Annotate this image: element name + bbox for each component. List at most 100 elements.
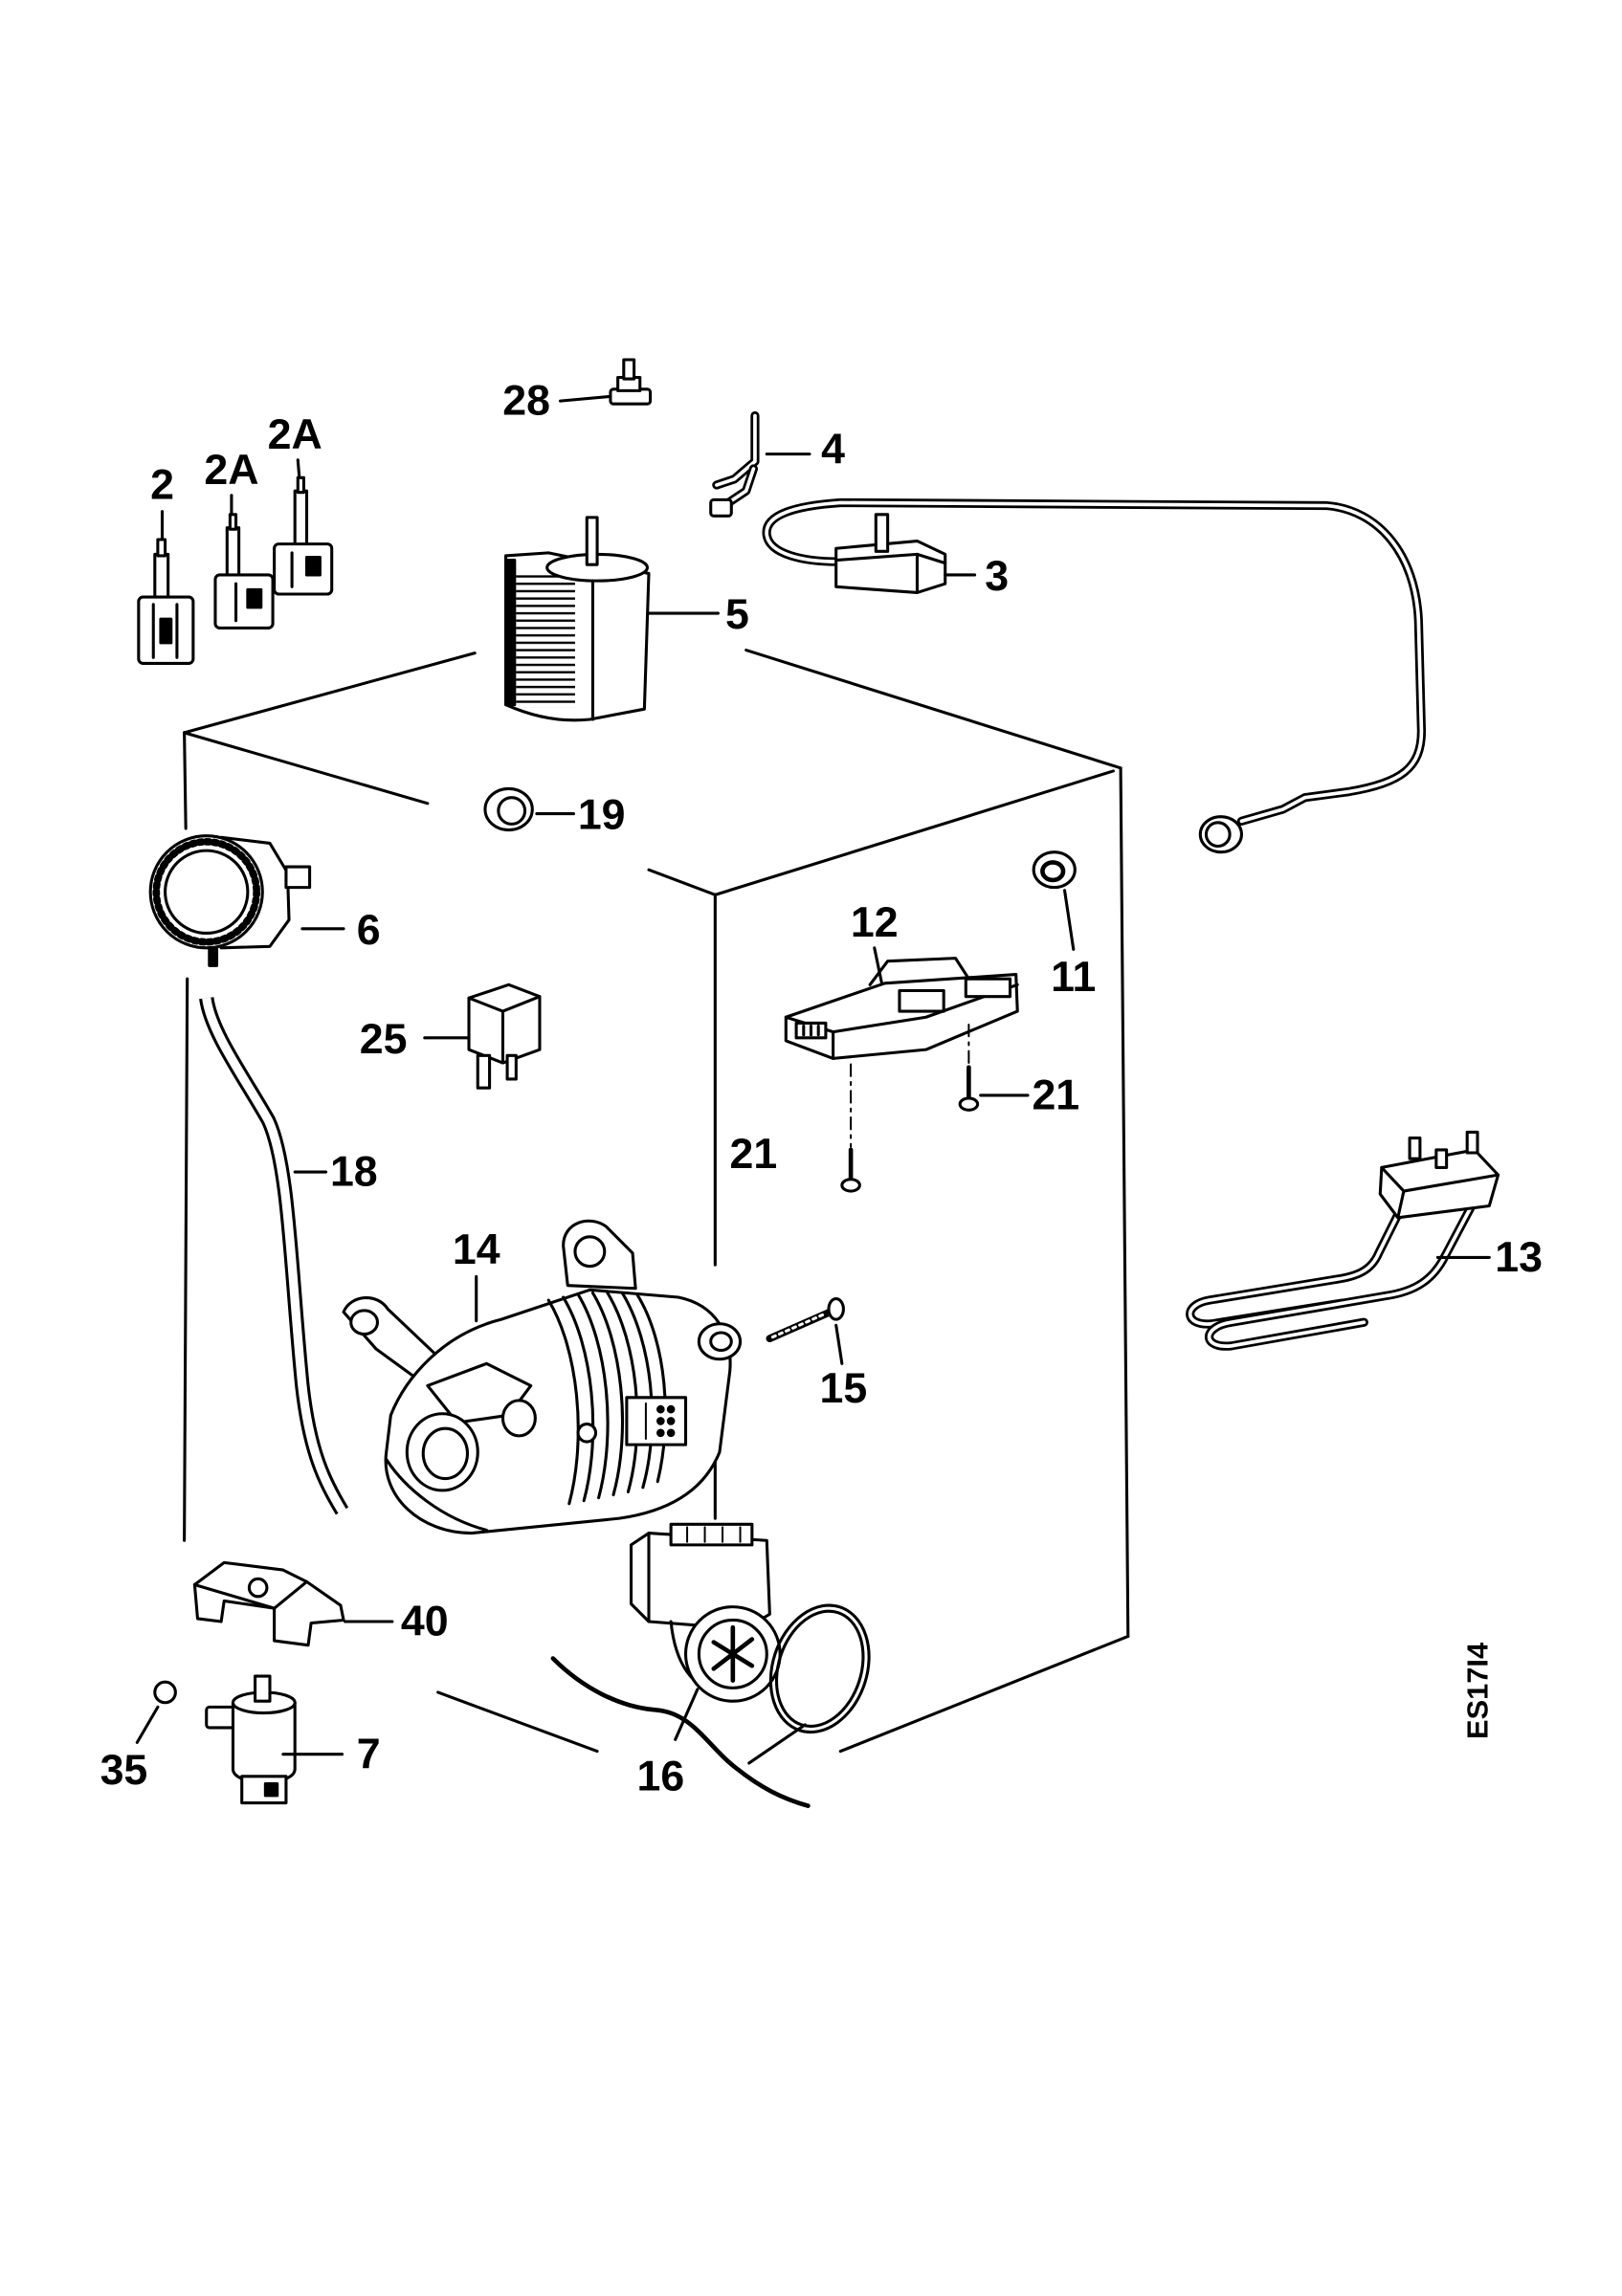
label-14: 14 bbox=[453, 1226, 500, 1273]
heater-flange bbox=[1378, 1130, 1500, 1259]
figure-code: ES17I4 bbox=[1460, 1643, 1494, 1739]
label-12: 12 bbox=[851, 899, 899, 946]
label-2: 2 bbox=[150, 461, 174, 508]
cutaway-line bbox=[550, 1656, 811, 1808]
hose-inner bbox=[202, 997, 346, 1513]
label-28: 28 bbox=[502, 378, 550, 425]
part-2a-switch-right-drawing bbox=[273, 458, 334, 596]
motor-winding bbox=[546, 1298, 580, 1506]
leader-16 bbox=[674, 1688, 700, 1741]
cabinet-edge bbox=[647, 868, 717, 896]
screw-head bbox=[827, 1297, 845, 1321]
bracket-hole bbox=[247, 1577, 269, 1599]
leader-2a bbox=[296, 458, 301, 479]
label-5: 5 bbox=[725, 591, 749, 638]
part-21-screw-right-drawing bbox=[958, 1065, 1030, 1112]
pump-seal-ring-inner bbox=[774, 1609, 865, 1728]
switch-body bbox=[273, 542, 334, 596]
label-13: 13 bbox=[1495, 1234, 1543, 1281]
screw-thread bbox=[770, 1312, 828, 1339]
part-5-back-plate bbox=[503, 559, 517, 707]
switch-body bbox=[213, 573, 275, 629]
heater-plate-edge bbox=[1380, 1165, 1500, 1220]
label-7: 7 bbox=[357, 1731, 381, 1777]
part-13-drawing bbox=[1186, 1130, 1500, 1351]
label-21-right: 21 bbox=[1032, 1071, 1079, 1118]
terminal-dot bbox=[656, 1417, 665, 1425]
callout-labels: 28 4 2 2A 2A 3 5 19 6 12 11 25 21 21 18 … bbox=[100, 378, 1543, 1800]
cabinet-edge bbox=[436, 1690, 599, 1754]
leader-28 bbox=[559, 394, 611, 403]
part-5-fins bbox=[516, 571, 575, 708]
ring-inner bbox=[1040, 860, 1066, 883]
relay-edge bbox=[467, 995, 542, 1065]
bracket-plate bbox=[192, 1560, 345, 1647]
selector-bracket bbox=[284, 865, 312, 890]
motor-bracket-hole bbox=[573, 1235, 607, 1269]
terminal-dot bbox=[656, 1404, 665, 1414]
part-2a-switch-left-drawing bbox=[213, 494, 275, 629]
switch-shaft bbox=[153, 552, 170, 604]
label-2a-left: 2A bbox=[204, 447, 258, 494]
pump-connector bbox=[669, 1522, 754, 1547]
leader-35 bbox=[135, 1705, 160, 1744]
cabinet-edge bbox=[713, 769, 1115, 896]
pump-seal-ring bbox=[768, 1603, 871, 1734]
part-16-drawing bbox=[550, 1522, 871, 1808]
part-15-drawing bbox=[766, 1297, 845, 1365]
heater-tube-inner bbox=[1188, 1212, 1400, 1326]
selector-ticks bbox=[152, 838, 260, 946]
part-4-lead-inner bbox=[726, 467, 756, 505]
switch-shaft-tip bbox=[296, 475, 305, 495]
motor-tacho bbox=[576, 1422, 598, 1444]
label-3: 3 bbox=[985, 553, 1009, 600]
motor-winding bbox=[576, 1292, 610, 1500]
part-2-switch-drawing bbox=[137, 510, 195, 665]
part-4-wire-inner bbox=[715, 413, 757, 487]
screw-head bbox=[958, 1096, 980, 1112]
switch-shaft-tip bbox=[156, 538, 167, 558]
part-4-connector bbox=[709, 453, 811, 518]
label-18: 18 bbox=[330, 1149, 378, 1196]
motor-right-bracket bbox=[697, 1322, 743, 1361]
terminal-dot bbox=[666, 1417, 676, 1425]
temperature-sensor bbox=[1198, 815, 1243, 854]
motor-end-shadow bbox=[385, 1457, 489, 1533]
part-7-drawing bbox=[205, 1674, 344, 1805]
leader-12 bbox=[873, 946, 884, 985]
part-5-drawing bbox=[503, 516, 720, 722]
part-21-screw-left-drawing bbox=[840, 1147, 861, 1193]
small-seal-ring bbox=[153, 1680, 177, 1705]
part-40-drawing bbox=[192, 1560, 394, 1647]
pump-volute-inner bbox=[697, 1618, 768, 1689]
switch-terminal bbox=[304, 555, 322, 577]
motor-winding bbox=[620, 1291, 654, 1490]
cabinet-edge bbox=[183, 731, 430, 806]
part-3-drawing bbox=[762, 497, 1427, 854]
terminal-dot bbox=[656, 1428, 665, 1438]
capillary-tube-inner bbox=[765, 500, 1424, 824]
lock-latch bbox=[964, 977, 1012, 999]
leader-16 bbox=[747, 1723, 807, 1765]
part-28-drawing bbox=[559, 358, 653, 406]
heater-terminal bbox=[1434, 1148, 1449, 1169]
relay-pin bbox=[505, 1053, 518, 1081]
part-11-drawing bbox=[1032, 850, 1077, 951]
motor-terminal-block bbox=[625, 1396, 688, 1446]
cabinet-outline bbox=[183, 649, 1130, 1754]
terminal-dot bbox=[666, 1404, 676, 1414]
label-15: 15 bbox=[820, 1365, 868, 1412]
motor-arm-hole bbox=[349, 1309, 380, 1336]
part-25-drawing bbox=[423, 982, 542, 1090]
heater-terminal bbox=[1465, 1130, 1479, 1155]
valve-tab bbox=[263, 1781, 279, 1798]
part-12-drawing bbox=[784, 946, 1019, 1148]
label-19: 19 bbox=[578, 792, 626, 839]
part-35-drawing bbox=[135, 1680, 177, 1744]
cabinet-edge bbox=[744, 649, 1122, 770]
part-14-drawing bbox=[342, 1219, 743, 1535]
part-3-body bbox=[834, 513, 977, 595]
cabinet-edge bbox=[183, 731, 188, 830]
label-21-left: 21 bbox=[730, 1131, 778, 1178]
